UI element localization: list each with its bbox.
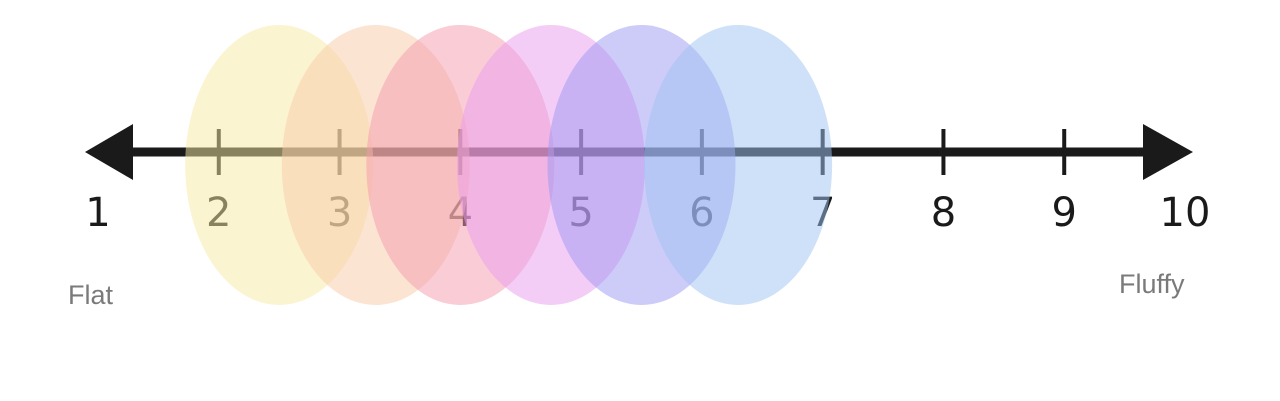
tick-label-1: 1 — [85, 190, 110, 236]
left-arrow-icon — [85, 124, 133, 180]
left-end-label: Flat — [68, 280, 114, 310]
region-ellipse-6 — [644, 25, 833, 305]
tick-label-9: 9 — [1051, 190, 1076, 236]
overlapping-regions — [185, 25, 833, 305]
tick-label-8: 8 — [931, 190, 956, 236]
right-end-label: Fluffy — [1119, 269, 1185, 299]
tick-label-10: 10 — [1160, 190, 1211, 236]
right-arrow-icon — [1143, 124, 1193, 180]
